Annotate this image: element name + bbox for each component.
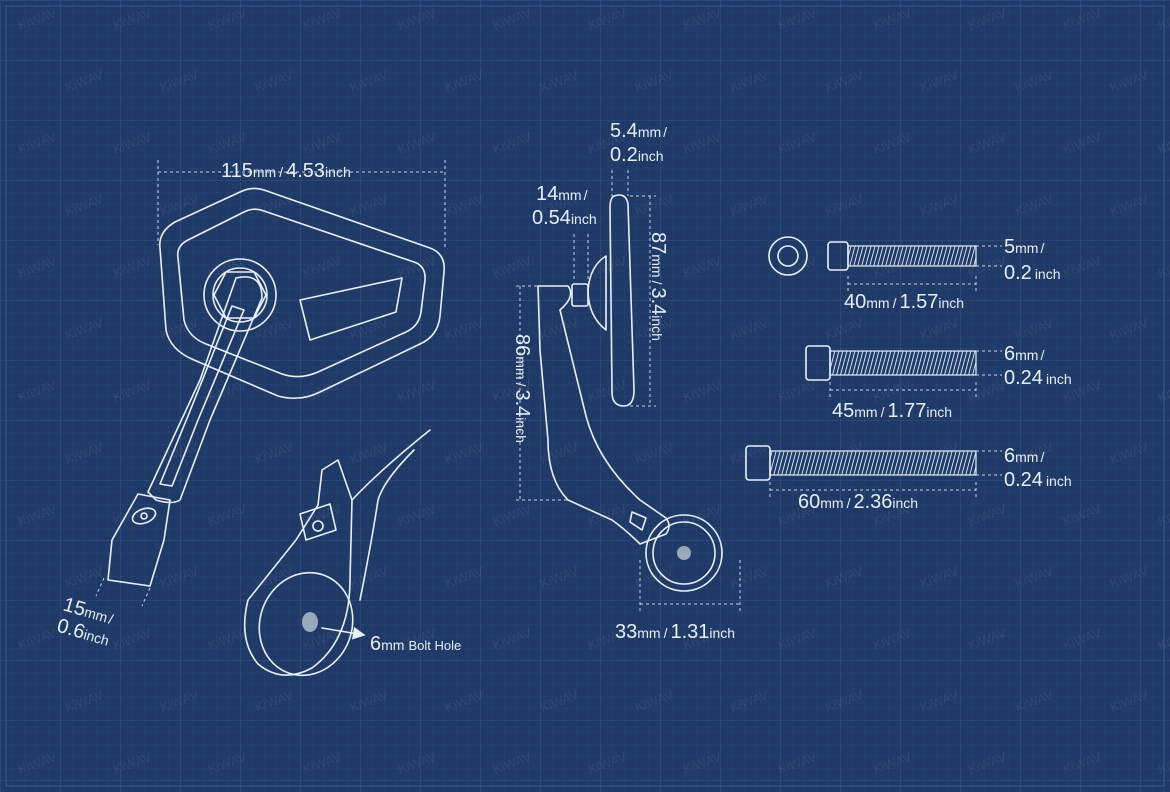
dim-bar-end-label: 15mm/ 0.6inch bbox=[55, 594, 117, 649]
pivot-dot bbox=[677, 546, 691, 560]
svg-text:60mm/2.36inch: 60mm/2.36inch bbox=[798, 491, 918, 513]
dim-glass-thickness-mm: 5.4mm/ bbox=[610, 120, 667, 142]
svg-text:6mm/: 6mm/ bbox=[1004, 445, 1044, 467]
svg-text:6mm/: 6mm/ bbox=[1004, 343, 1044, 365]
bolt-hole bbox=[302, 612, 318, 632]
mirror-side-view: 5.4mm/ 0.2inch 14mm/ 0.54inch 87mm/3.4in… bbox=[511, 120, 741, 643]
svg-text:86mm/3.4inch: 86mm/3.4inch bbox=[511, 334, 533, 443]
frame-border bbox=[5, 5, 1165, 787]
dim-glass-height-label: 87mm/3.4inch bbox=[647, 232, 669, 341]
svg-text:87mm/3.4inch: 87mm/3.4inch bbox=[647, 232, 669, 341]
mirror-front-view: 115mm/4.53inch 15mm/ 0.6inch bbox=[55, 160, 446, 649]
svg-text:15mm/: 15mm/ bbox=[61, 594, 117, 629]
svg-text:40mm/1.57inch: 40mm/1.57inch bbox=[844, 291, 964, 313]
dim-arm-height-label: 86mm/3.4inch bbox=[511, 334, 533, 443]
dim-width-label: 115mm/4.53inch bbox=[221, 160, 351, 182]
svg-text:0.2inch: 0.2inch bbox=[1004, 262, 1061, 284]
dim-glass-thickness-inch: 0.2inch bbox=[610, 144, 664, 166]
washer bbox=[768, 236, 808, 276]
svg-text:5mm/: 5mm/ bbox=[1004, 236, 1044, 258]
dim-stem-mm: 14mm/ bbox=[536, 183, 588, 205]
dim-clamp-label: 33mm/1.31inch bbox=[615, 621, 735, 643]
svg-text:45mm/1.77inch: 45mm/1.77inch bbox=[832, 400, 952, 422]
dim-stem-inch: 0.54inch bbox=[532, 207, 597, 229]
